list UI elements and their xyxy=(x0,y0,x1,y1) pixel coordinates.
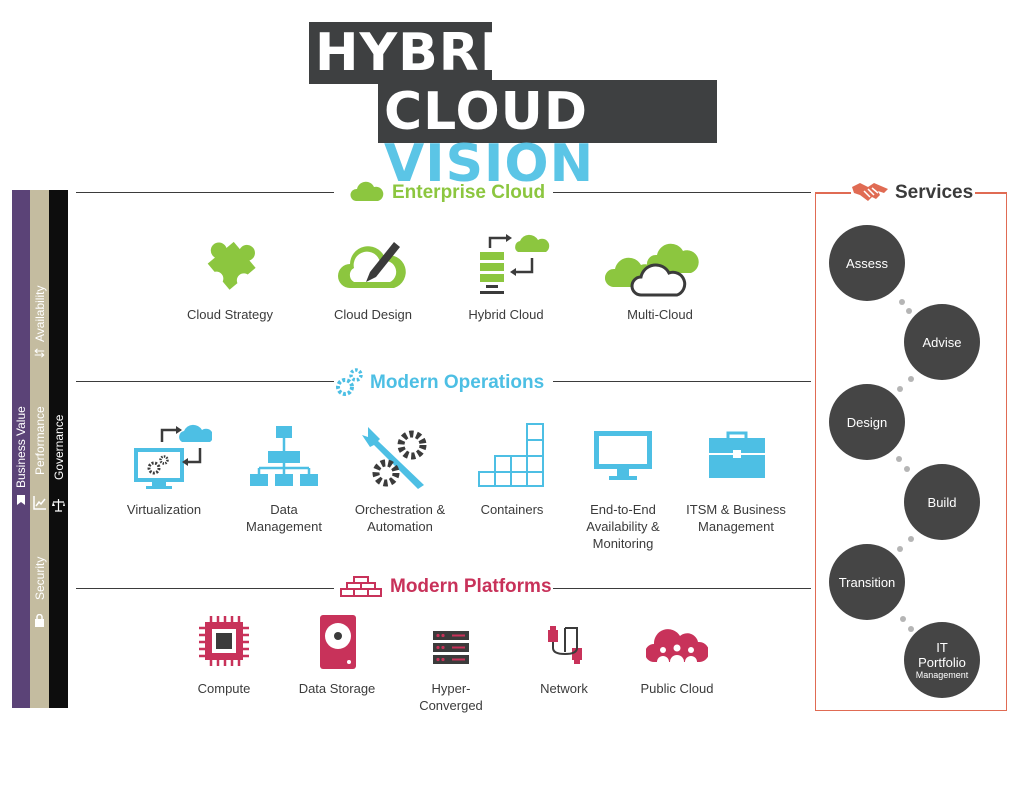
puzzle-icon xyxy=(207,241,256,290)
connector-dot xyxy=(897,386,903,392)
service-assess: Assess xyxy=(829,225,905,301)
connector-dot xyxy=(899,299,905,305)
item-compute: Compute xyxy=(197,681,251,696)
performance-label: Performance xyxy=(33,406,47,475)
services-title: Services xyxy=(895,182,974,203)
cpu-chip-icon xyxy=(199,616,249,666)
governance-bar: Governance xyxy=(49,190,68,708)
item-network: Network xyxy=(540,681,588,696)
item-orchestration-automation: Orchestration & Automation xyxy=(354,502,446,534)
hard-drive-icon xyxy=(320,615,356,669)
data-management-icon xyxy=(250,426,318,486)
divider-line xyxy=(76,381,334,382)
item-multi-cloud: Multi-Cloud xyxy=(627,307,693,322)
connector-dot xyxy=(906,308,912,314)
performance-bar: Availability ⇆ Performance Security xyxy=(30,190,49,708)
swap-icon: ⇆ xyxy=(34,345,45,360)
flag-icon xyxy=(17,495,25,505)
item-containers: Containers xyxy=(480,502,544,517)
section-title-enterprise-cloud: Enterprise Cloud xyxy=(392,182,546,203)
divider-line xyxy=(553,192,811,193)
business-value-label: Business Value xyxy=(14,406,28,488)
services-frame-top-right xyxy=(975,192,1007,194)
connector-dot xyxy=(900,616,906,622)
availability-label: Availability xyxy=(33,285,47,342)
brick-wall-icon xyxy=(340,576,382,597)
item-hyper-converged: Hyper-Converged xyxy=(419,681,483,713)
gears-icon xyxy=(336,368,363,396)
connector-dot xyxy=(908,536,914,542)
cloud-design-icon xyxy=(338,242,406,288)
handshake-icon xyxy=(852,183,888,201)
item-cloud-strategy: Cloud Strategy xyxy=(187,307,273,322)
governance-label: Governance xyxy=(52,414,66,480)
business-value-bar: Business Value xyxy=(12,190,30,708)
security-label: Security xyxy=(33,556,47,600)
monitor-icon xyxy=(594,431,652,480)
divider-line xyxy=(553,381,811,382)
service-advise: Advise xyxy=(904,304,980,380)
server-stack-icon xyxy=(433,631,469,664)
orchestration-icon xyxy=(362,427,427,489)
section-title-modern-operations: Modern Operations xyxy=(370,372,545,393)
item-cloud-design: Cloud Design xyxy=(333,307,413,322)
section-title-modern-platforms: Modern Platforms xyxy=(390,576,552,597)
divider-line xyxy=(76,588,334,589)
title-cloud-vision: CLOUD VISION xyxy=(378,80,717,190)
item-end-to-end-monitoring: End-to-End Availability & Monitoring xyxy=(586,502,660,551)
service-transition: Transition xyxy=(829,544,905,620)
service-it-portfolio-management: IT Portfolio Management xyxy=(904,622,980,698)
connector-dot xyxy=(908,626,914,632)
virtualization-icon xyxy=(134,424,212,489)
connector-dot xyxy=(904,466,910,472)
divider-line xyxy=(76,192,334,193)
scales-icon xyxy=(52,499,65,512)
item-hybrid-cloud: Hybrid Cloud xyxy=(468,307,544,322)
item-data-storage: Data Storage xyxy=(298,681,376,696)
connector-dot xyxy=(896,456,902,462)
cloud-icon xyxy=(350,181,384,201)
public-cloud-icon xyxy=(646,629,708,662)
services-frame xyxy=(815,192,1007,711)
services-frame-top-left xyxy=(815,192,851,194)
item-public-cloud: Public Cloud xyxy=(640,681,714,696)
divider-line xyxy=(553,588,811,589)
hybrid-cloud-icon xyxy=(480,234,550,294)
connector-dot xyxy=(908,376,914,382)
chart-icon xyxy=(33,496,46,510)
item-data-management: Data Management xyxy=(246,502,322,534)
multi-cloud-icon xyxy=(605,243,699,297)
briefcase-icon xyxy=(709,431,765,478)
service-design: Design xyxy=(829,384,905,460)
item-itsm-business-management: ITSM & Business Management xyxy=(686,502,786,534)
lock-icon xyxy=(35,614,44,627)
network-cable-icon xyxy=(548,626,582,664)
item-virtualization: Virtualization xyxy=(126,502,202,517)
connector-dot xyxy=(897,546,903,552)
service-build: Build xyxy=(904,464,980,540)
containers-icon xyxy=(478,423,544,487)
title-hybrid: HYBRID xyxy=(309,22,543,84)
